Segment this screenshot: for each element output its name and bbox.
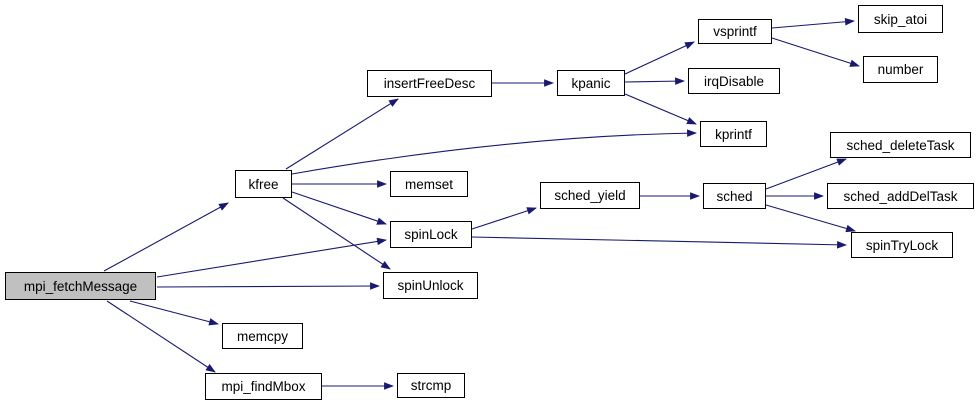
edge-kpanic-to-vsprintf [624, 41, 695, 75]
edge-vsprintf-to-number [771, 37, 860, 67]
edge-kpanic-to-irqDisable [624, 77, 685, 85]
edge-vsprintf-to-skip_atoi [771, 18, 855, 29]
graph-node-mpi_findMbox[interactable]: mpi_findMbox [205, 373, 322, 400]
graph-node-kfree[interactable]: kfree [235, 170, 292, 198]
edge-mpi_fetchMessage-to-spinUnlock [156, 282, 380, 290]
graph-node-spinTryLock[interactable]: spinTryLock [851, 232, 953, 258]
graph-node-memset[interactable]: memset [390, 171, 468, 197]
edge-spinLock-to-sched_yield [471, 207, 537, 230]
edge-kfree-to-kprintf [291, 129, 697, 175]
graph-node-vsprintf[interactable]: vsprintf [698, 19, 772, 44]
edges-group [103, 18, 860, 390]
edge-spinLock-to-spinTryLock [471, 236, 847, 249]
edge-sched-to-sched_deleteTask [765, 158, 847, 190]
edge-sched-to-spinTryLock [765, 204, 856, 233]
graph-node-sched_yield[interactable]: sched_yield [540, 182, 640, 209]
graph-node-kprintf[interactable]: kprintf [700, 121, 767, 147]
edge-mpi_fetchMessage-to-mpi_findMbox [106, 300, 216, 373]
graph-node-number[interactable]: number [863, 56, 938, 83]
graph-node-kpanic[interactable]: kpanic [557, 70, 625, 96]
graph-node-memcpy[interactable]: memcpy [222, 323, 303, 349]
graph-node-spinLock[interactable]: spinLock [390, 221, 472, 248]
edge-mpi_fetchMessage-to-spinLock [156, 237, 387, 278]
edge-kfree-to-spinLock [291, 191, 387, 225]
graph-node-skip_atoi[interactable]: skip_atoi [858, 5, 943, 33]
graph-node-insertFreeDesc[interactable]: insertFreeDesc [367, 70, 492, 97]
graph-node-sched_addDelTask[interactable]: sched_addDelTask [827, 183, 974, 209]
graph-node-irqDisable[interactable]: irqDisable [688, 68, 780, 94]
graph-node-sched[interactable]: sched [703, 183, 766, 209]
edge-mpi_fetchMessage-to-memcpy [129, 300, 219, 326]
edge-kpanic-to-kprintf [624, 93, 697, 125]
graph-node-sched_deleteTask[interactable]: sched_deleteTask [830, 132, 971, 158]
edge-mpi_fetchMessage-to-kfree [103, 202, 229, 272]
graph-node-spinUnlock[interactable]: spinUnlock [383, 272, 478, 299]
graph-node-strcmp[interactable]: strcmp [397, 373, 465, 398]
graph-node-mpi_fetchMessage[interactable]: mpi_fetchMessage [5, 272, 156, 300]
edge-kfree-to-insertFreeDesc [285, 98, 399, 170]
edge-kfree-to-spinUnlock [282, 197, 391, 270]
